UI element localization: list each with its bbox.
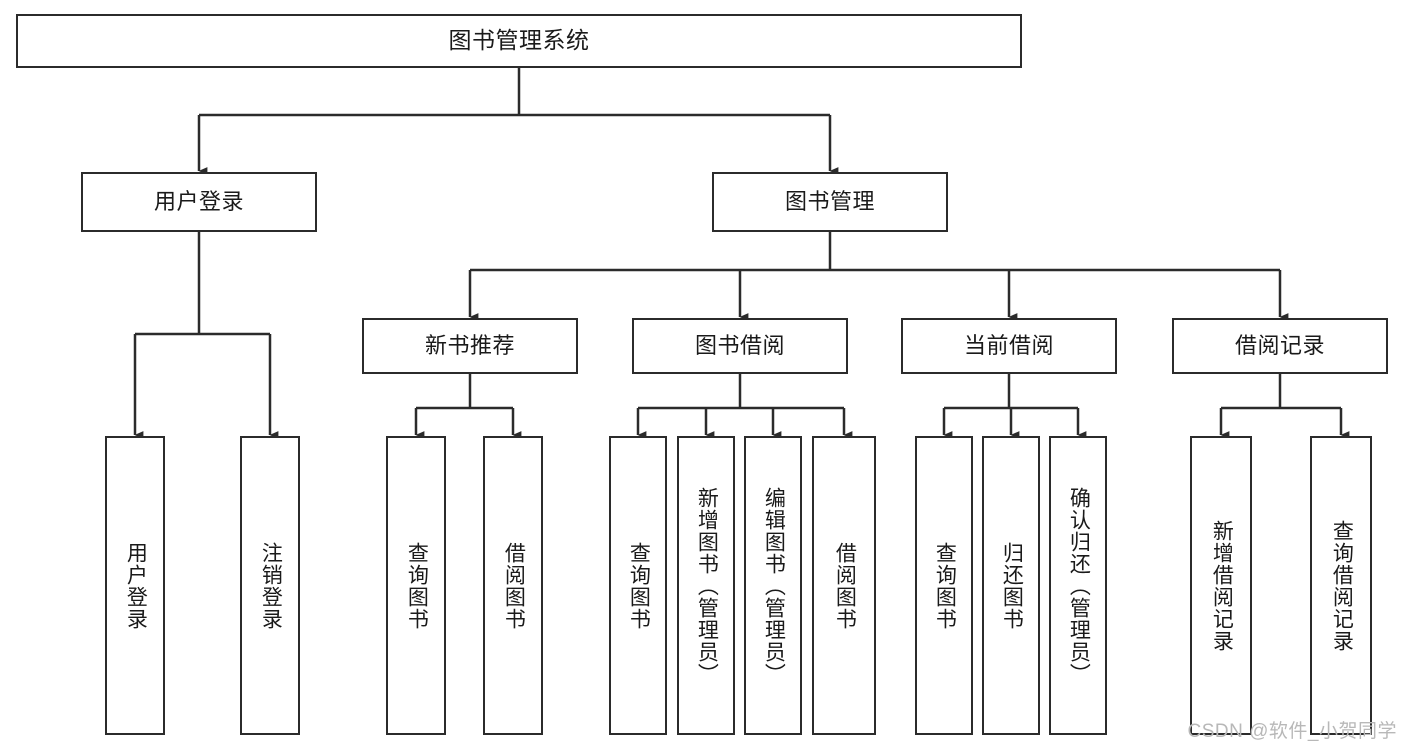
node-label-leaf-return-book: 归还图书 bbox=[1000, 541, 1024, 630]
node-book-borrow[interactable]: 图书借阅 bbox=[632, 318, 848, 374]
node-leaf-confirm-return-admin[interactable]: 确认归还（管理员） bbox=[1049, 436, 1107, 735]
node-leaf-borrow-book[interactable]: 借阅图书 bbox=[812, 436, 876, 735]
node-label-leaf-borrow-book: 借阅图书 bbox=[833, 541, 857, 630]
node-leaf-query-book-current[interactable]: 查询图书 bbox=[915, 436, 973, 735]
node-leaf-user-login[interactable]: 用户登录 bbox=[105, 436, 165, 735]
node-label-book-management: 图书管理 bbox=[784, 189, 875, 215]
node-leaf-add-book-admin[interactable]: 新增图书（管理员） bbox=[677, 436, 735, 735]
node-leaf-borrow-book-rec[interactable]: 借阅图书 bbox=[483, 436, 543, 735]
node-current-borrow[interactable]: 当前借阅 bbox=[901, 318, 1117, 374]
node-label-leaf-edit-book-admin: 编辑图书（管理员） bbox=[762, 486, 786, 685]
node-book-management[interactable]: 图书管理 bbox=[712, 172, 948, 232]
node-label-leaf-add-book-admin: 新增图书（管理员） bbox=[695, 486, 719, 685]
node-borrow-record[interactable]: 借阅记录 bbox=[1172, 318, 1388, 374]
node-label-leaf-query-book-current: 查询图书 bbox=[933, 541, 957, 630]
node-root[interactable]: 图书管理系统 bbox=[16, 14, 1022, 68]
node-leaf-return-book[interactable]: 归还图书 bbox=[982, 436, 1040, 735]
node-label-leaf-query-book-rec: 查询图书 bbox=[405, 541, 429, 630]
node-leaf-query-book-rec[interactable]: 查询图书 bbox=[386, 436, 446, 735]
node-label-leaf-borrow-book-rec: 借阅图书 bbox=[502, 541, 526, 630]
node-label-new-book-recommend: 新书推荐 bbox=[424, 333, 515, 359]
node-label-current-borrow: 当前借阅 bbox=[963, 333, 1054, 359]
node-label-leaf-query-borrow-record: 查询借阅记录 bbox=[1330, 519, 1354, 652]
node-label-leaf-add-borrow-record: 新增借阅记录 bbox=[1210, 519, 1234, 652]
node-label-leaf-query-book-borrow: 查询图书 bbox=[627, 541, 651, 630]
node-label-leaf-user-logout: 注销登录 bbox=[259, 541, 283, 630]
node-new-book-recommend[interactable]: 新书推荐 bbox=[362, 318, 578, 374]
node-label-user-login: 用户登录 bbox=[153, 189, 244, 215]
node-user-login[interactable]: 用户登录 bbox=[81, 172, 317, 232]
node-leaf-user-logout[interactable]: 注销登录 bbox=[240, 436, 300, 735]
node-label-leaf-confirm-return-admin: 确认归还（管理员） bbox=[1067, 486, 1091, 685]
node-label-root: 图书管理系统 bbox=[448, 27, 590, 54]
node-leaf-query-book-borrow[interactable]: 查询图书 bbox=[609, 436, 667, 735]
node-label-book-borrow: 图书借阅 bbox=[694, 333, 785, 359]
watermark: CSDN @软件_小贺同学 bbox=[1187, 721, 1397, 742]
edge-group bbox=[133, 68, 1350, 439]
node-label-leaf-user-login: 用户登录 bbox=[124, 541, 148, 630]
node-leaf-edit-book-admin[interactable]: 编辑图书（管理员） bbox=[744, 436, 802, 735]
node-leaf-query-borrow-record[interactable]: 查询借阅记录 bbox=[1310, 436, 1372, 735]
node-label-borrow-record: 借阅记录 bbox=[1234, 333, 1325, 359]
node-leaf-add-borrow-record[interactable]: 新增借阅记录 bbox=[1190, 436, 1252, 735]
